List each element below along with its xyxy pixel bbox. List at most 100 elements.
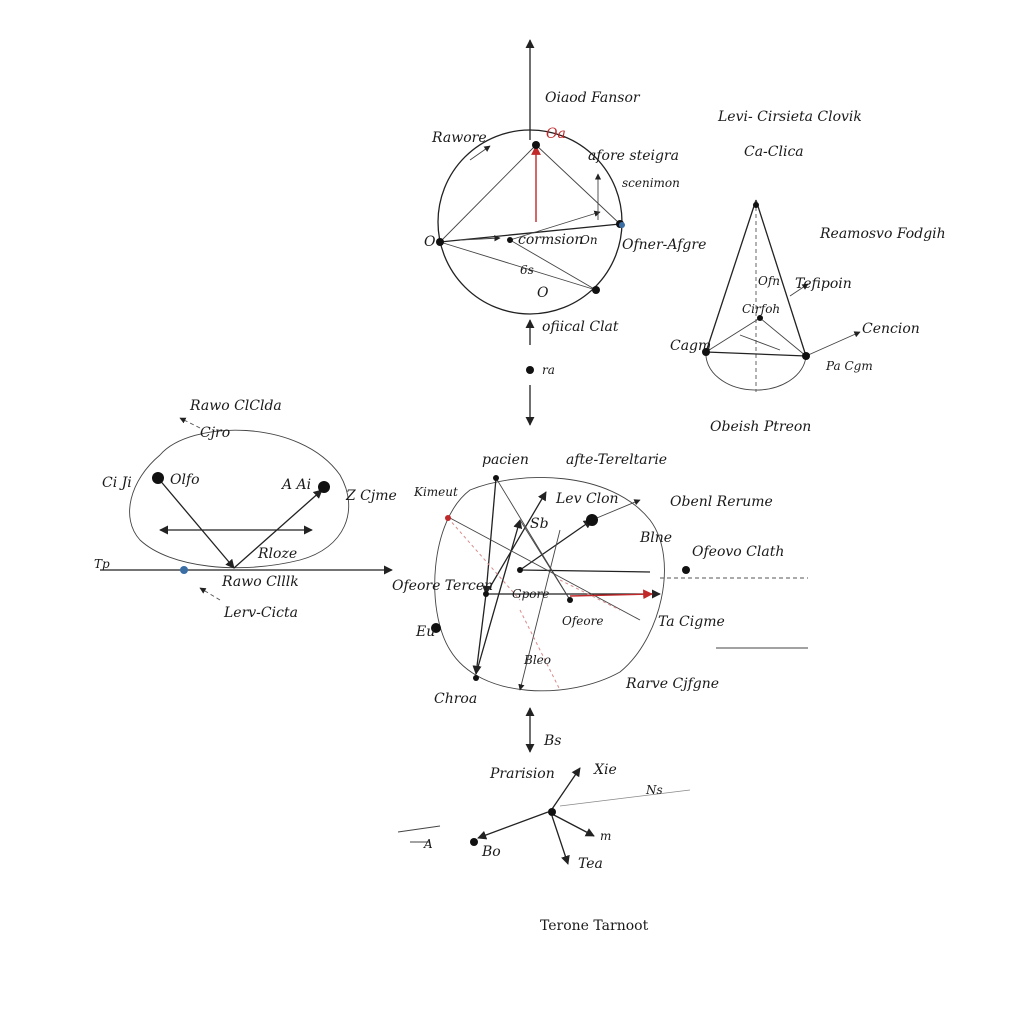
cone-subtitle: Ca-Clica — [744, 144, 804, 160]
label-afte-tereltarie: afte-Tereltarie — [566, 452, 667, 468]
bottom-left-tick — [397, 825, 441, 833]
label-pa-cgm: Pa Cgm — [825, 359, 873, 373]
net-edge-10 — [518, 529, 561, 691]
bottom-vector-left — [477, 811, 549, 840]
baseline-blue-node — [180, 566, 188, 574]
inner-vector — [509, 210, 601, 241]
label-gpore: Gpore — [512, 587, 549, 601]
label-reamosvo-fodgih: Reamosvo Fodgih — [819, 226, 946, 242]
label-z-cjme: Z Cjme — [345, 488, 397, 504]
cone-apex — [753, 202, 759, 208]
loop-diagonal-up — [233, 489, 323, 569]
label-sb: Sb — [530, 516, 549, 532]
net-node-mid — [567, 597, 573, 603]
label-eu: Eu — [415, 624, 435, 640]
cone-right-edge — [755, 199, 807, 357]
cone-cencion-arrow — [805, 331, 861, 357]
net-node-right — [682, 566, 690, 574]
cone-mid-node — [757, 315, 763, 321]
label-cirfoh: Cirfoh — [742, 302, 780, 316]
label-afore-steigra: afore steigra — [588, 148, 679, 164]
label-ofn: Ofn — [758, 274, 780, 288]
label-m: m — [600, 829, 611, 843]
net-edge-9 — [519, 519, 571, 601]
cone-inner-2 — [759, 317, 807, 357]
label-ci-ji: Ci Ji — [102, 475, 132, 491]
label-bleo: Bleo — [523, 653, 551, 667]
label-scenimon: scenimon — [622, 176, 680, 190]
net-edge-3 — [472, 593, 487, 675]
rawore-arrow — [469, 145, 491, 161]
cone-side-arrow — [789, 283, 809, 297]
node-left — [436, 238, 444, 246]
net-red-dashed-1 — [519, 609, 561, 691]
bottom-vector-right — [551, 813, 595, 837]
label-rawo-clclda: Rawo ClClda — [189, 398, 282, 414]
node-blue-marker — [619, 222, 625, 228]
bottom-vector-down — [551, 815, 570, 865]
node-top — [532, 141, 540, 149]
label-ofiical-clat: ofiical Clat — [542, 319, 619, 335]
label-rawore: Rawore — [431, 130, 487, 146]
net-node-bottom — [473, 675, 479, 681]
net-node-top — [493, 475, 499, 481]
label-6s: 6s — [520, 263, 534, 277]
network-outer-curve — [434, 477, 665, 692]
top-circle-title: Oiaod Fansor — [545, 90, 641, 106]
label-ra: ra — [542, 363, 555, 377]
label-pacien: pacien — [482, 452, 529, 468]
net-edge-8 — [449, 517, 641, 621]
net-edge-1 — [482, 477, 497, 595]
label-a: A — [423, 837, 433, 851]
chord-low — [439, 241, 597, 291]
cone-inner-3 — [739, 334, 781, 351]
cone-inner-1 — [705, 317, 761, 353]
label-o-left: O — [424, 234, 436, 250]
top-circle-diagram: Oiaod Fansor Rawore Oa afore steigra sce… — [424, 39, 706, 426]
loop-bottom-label-arrow — [199, 587, 221, 601]
label-bo: Bo — [481, 844, 501, 860]
net-edge-4 — [475, 519, 523, 675]
label-cjro: Cjro — [200, 425, 230, 441]
label-olfo: Olfo — [170, 472, 200, 488]
cone-caption: Obeish Ptreon — [710, 419, 811, 435]
chord-right — [535, 144, 621, 225]
cone-base-line — [705, 351, 807, 357]
net-edge-2 — [485, 491, 547, 595]
footer-caption: Terone Tarnoot — [540, 918, 649, 934]
chord-horizontal — [439, 223, 621, 243]
net-red-dashed-2 — [447, 517, 521, 601]
label-xie: Xie — [593, 762, 617, 778]
label-cormsion: cormsion — [518, 232, 583, 248]
left-loop-curve — [129, 429, 349, 569]
label-ns: Ns — [645, 783, 663, 797]
cone-base-arc — [705, 351, 807, 391]
loop-node-right — [318, 481, 330, 493]
label-blne: Blne — [639, 530, 672, 546]
label-on: On — [580, 233, 598, 247]
loop-diagonal-down — [157, 477, 235, 569]
label-ta-cigme: Ta Cigme — [658, 614, 725, 630]
label-tefipoin: Tefipoin — [795, 276, 852, 292]
label-rloze: Rloze — [257, 546, 297, 562]
label-rawo-clllk: Rawo Clllk — [221, 574, 299, 590]
net-node-left — [431, 623, 441, 633]
label-ofner-afgre: Ofner-Afgre — [622, 237, 706, 253]
loop-node-left — [152, 472, 164, 484]
label-lerv-cicta: Lerv-Cicta — [223, 605, 298, 621]
bottom-vector-up — [549, 767, 581, 813]
left-loop-diagram: Rawo ClClda Cjro Ci Ji Olfo A Ai Z Cjme … — [94, 398, 397, 621]
label-chroa: Chroa — [434, 691, 477, 707]
loop-label-arrow — [179, 417, 201, 429]
lower-axis-node — [526, 366, 534, 374]
cone-base-left — [702, 348, 710, 356]
label-cencion: Cencion — [862, 321, 920, 337]
label-tea: Tea — [578, 856, 603, 872]
label-ofeore: Ofeore — [562, 614, 603, 628]
node-bottom-right — [592, 286, 600, 294]
label-prarision: Prarision — [489, 766, 555, 782]
cone-diagram: Levi- Cirsieta Clovik Ca-Clica Reamosvo … — [670, 109, 946, 435]
cone-base-right — [802, 352, 810, 360]
label-lev-clon: Lev Clon — [555, 491, 619, 507]
